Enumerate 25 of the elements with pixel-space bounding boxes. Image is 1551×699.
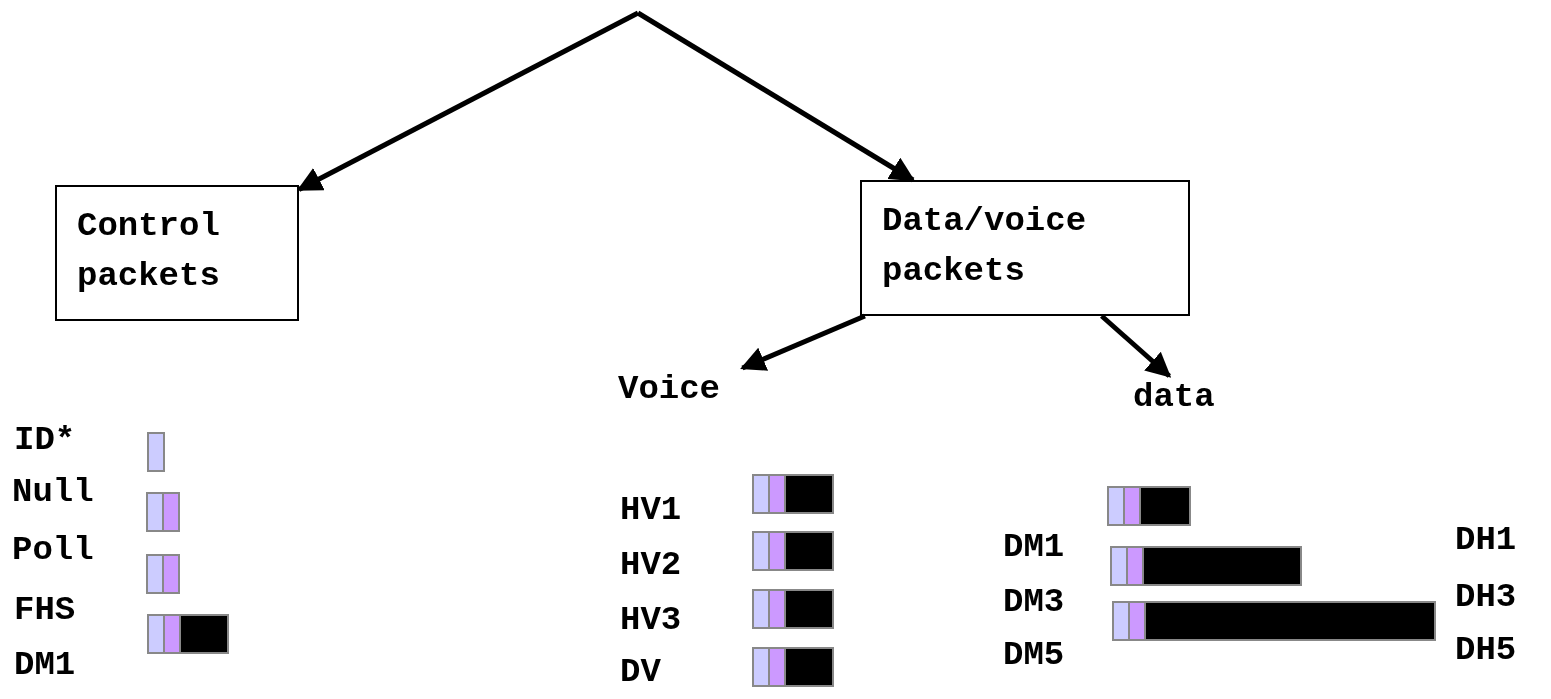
box-label: Data/voice packets bbox=[882, 201, 1088, 292]
packet-type-label: HV2 bbox=[620, 545, 682, 585]
packet-type-label: Poll bbox=[12, 530, 94, 570]
packet-type-label: HV1 bbox=[620, 490, 682, 530]
packet-type-label: DM5 bbox=[1003, 635, 1065, 675]
category-label: Voice bbox=[618, 368, 768, 410]
arrow bbox=[1100, 314, 1172, 378]
packet-type-label: Null bbox=[12, 472, 94, 512]
packet-type-label: DM1 bbox=[1003, 527, 1065, 567]
packet-type-label: ID* bbox=[14, 420, 76, 460]
packet-type-label: FHS bbox=[14, 590, 76, 630]
category-label: data bbox=[1133, 376, 1253, 418]
packet-type-label: HV3 bbox=[620, 600, 682, 640]
arrow bbox=[636, 10, 916, 183]
packet-type-label: DH1 bbox=[1455, 520, 1517, 560]
packet-type-label: DM3 bbox=[1003, 582, 1065, 622]
packet-type-label: DH3 bbox=[1455, 577, 1517, 617]
box-label: Control packets bbox=[77, 206, 221, 297]
packet-type-label: DM1 bbox=[14, 645, 76, 685]
arrow bbox=[740, 313, 866, 371]
packet-type-label: DV bbox=[620, 652, 661, 692]
process-box bbox=[55, 185, 299, 321]
arrow bbox=[296, 10, 640, 192]
process-box bbox=[860, 180, 1190, 316]
packet-type-label: DH5 bbox=[1455, 630, 1517, 670]
